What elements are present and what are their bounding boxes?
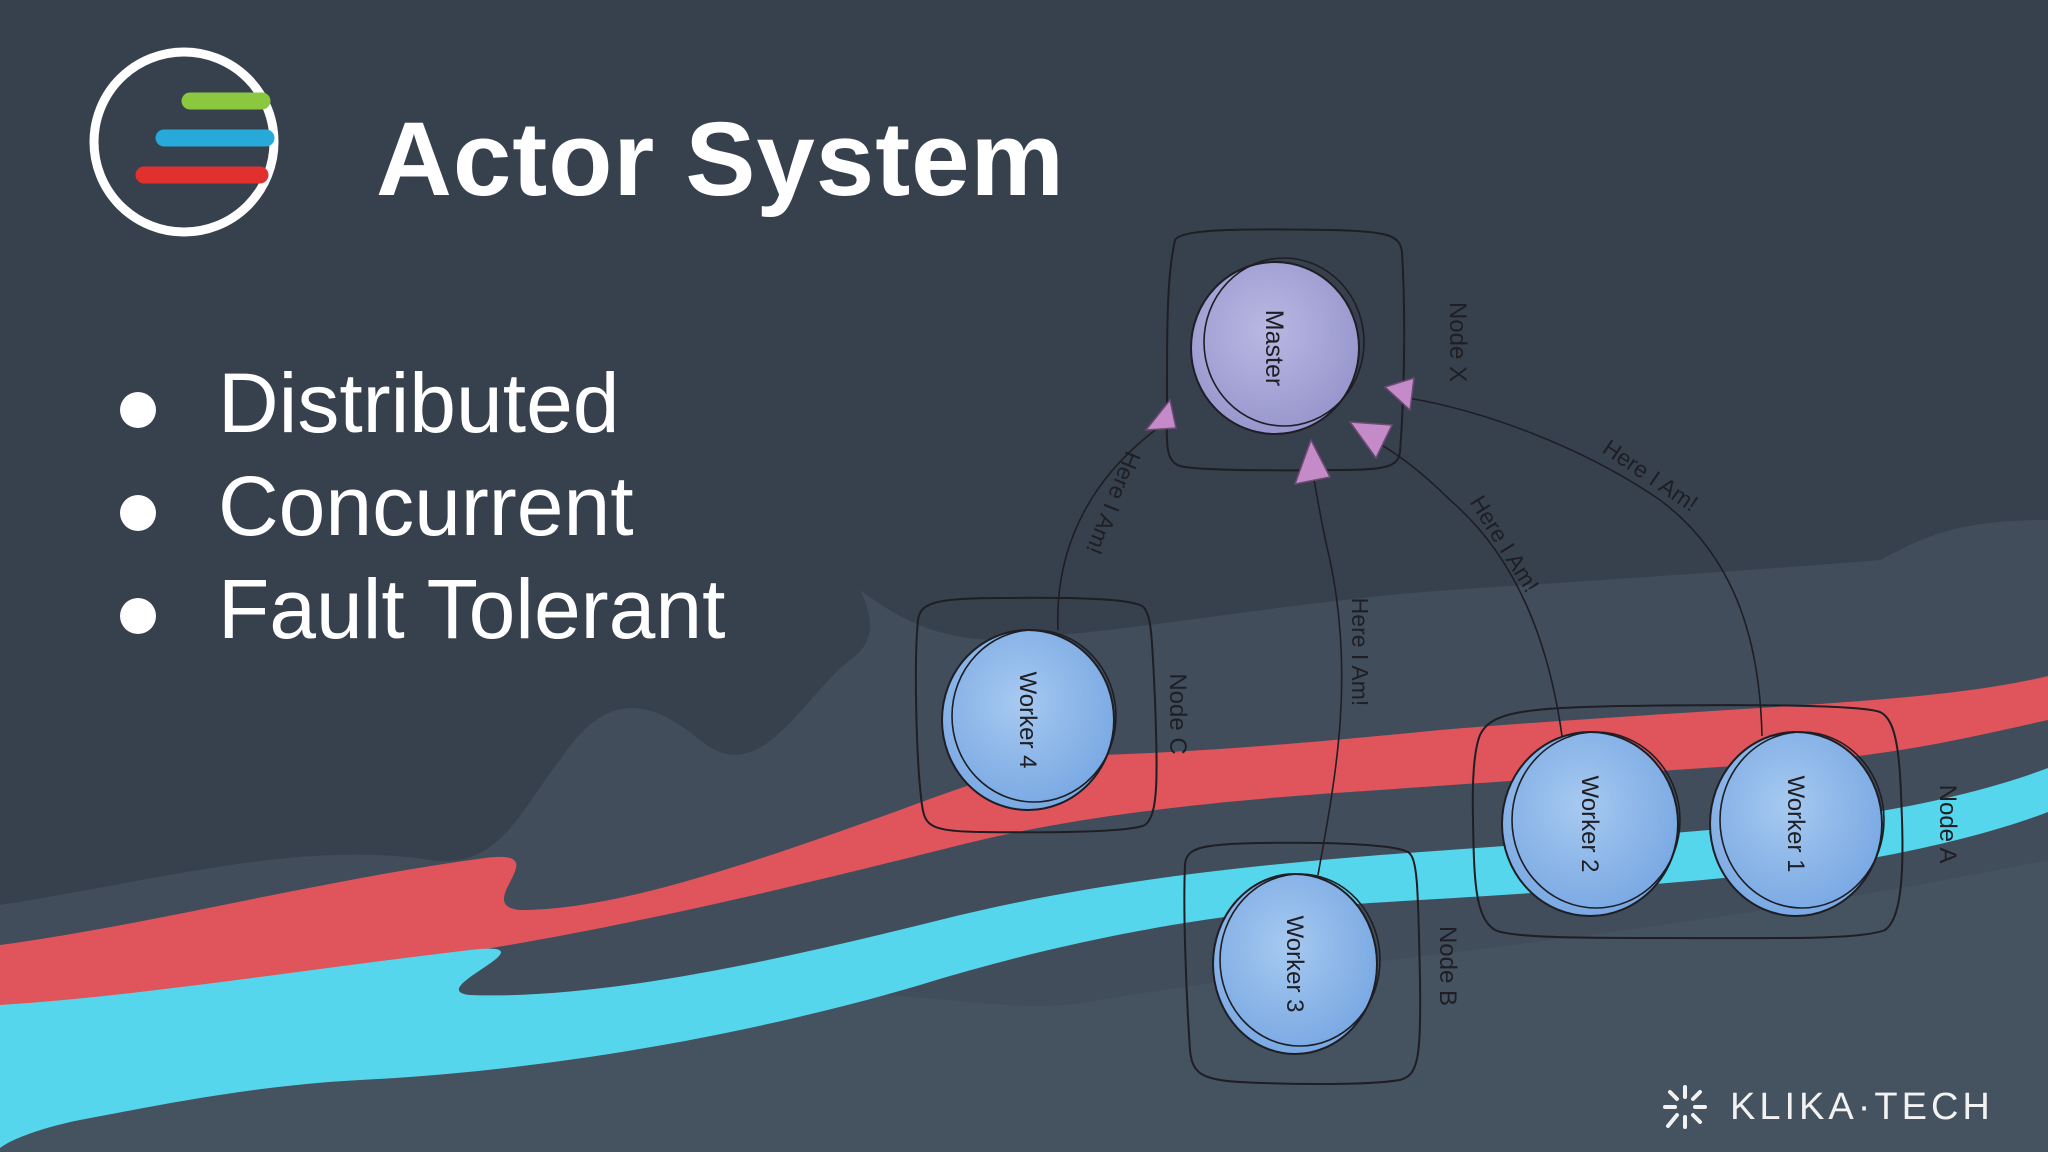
brand-footer: KLIKA·TECH	[1662, 1082, 1994, 1132]
actor-worker-2: Worker 2	[1501, 731, 1681, 917]
slide-title: Actor System	[376, 101, 1065, 218]
message-label-worker2: Here I Am!	[1465, 491, 1545, 597]
bullet-dot-icon	[120, 495, 156, 531]
node-a-label: Node A	[1934, 785, 1961, 864]
wave-dark-front	[0, 860, 2048, 1152]
arrowhead-worker1	[1383, 376, 1415, 412]
node-b-box	[1183, 841, 1422, 1086]
actor-worker-3: Worker 3	[1212, 873, 1381, 1055]
node-c-label: Node C	[1164, 673, 1191, 754]
node-c-box	[914, 596, 1158, 834]
actor-worker-3-label: Worker 3	[1281, 916, 1308, 1013]
bullet-item: Fault Tolerant	[118, 558, 725, 661]
node-x-label: Node X	[1444, 302, 1471, 382]
bullet-text: Distributed	[218, 356, 620, 450]
bullet-text: Fault Tolerant	[218, 562, 726, 656]
bullet-item: Concurrent	[118, 455, 725, 558]
actor-worker-1: Worker 1	[1709, 731, 1885, 917]
message-arrow-worker2	[1367, 437, 1563, 737]
bullet-item: Distributed	[118, 352, 725, 455]
actor-master: Master	[1190, 257, 1365, 435]
bullet-list: Distributed Concurrent Fault Tolerant	[118, 352, 725, 661]
node-a-box	[1471, 704, 1904, 940]
actor-worker-1-label: Worker 1	[1782, 776, 1809, 873]
actor-master-label: Master	[1260, 310, 1288, 386]
bullet-text: Concurrent	[218, 459, 634, 553]
bullet-dot-icon	[120, 392, 156, 428]
stacked-lines-logo-icon	[89, 47, 279, 237]
brand-name: KLIKA·TECH	[1730, 1085, 1994, 1128]
actor-worker-4-label: Worker 4	[1014, 672, 1041, 769]
arrowhead-worker3	[1293, 438, 1332, 485]
message-arrow-worker3	[1309, 459, 1343, 876]
actor-worker-4: Worker 4	[941, 629, 1117, 811]
spark-burst-icon	[1663, 1085, 1707, 1129]
arrowhead-worker2	[1348, 421, 1394, 460]
node-b-label: Node B	[1434, 926, 1461, 1006]
arrowhead-worker4	[1144, 398, 1177, 431]
message-label-worker1: Here I Am!	[1598, 434, 1703, 516]
message-arrow-worker4	[1056, 417, 1173, 631]
message-arrow-worker1	[1407, 397, 1763, 737]
message-label-worker3: Here I Am!	[1347, 598, 1373, 707]
actor-worker-2-label: Worker 2	[1576, 776, 1603, 873]
message-label-worker4: Here I Am!	[1081, 448, 1146, 558]
bullet-dot-icon	[120, 598, 156, 634]
